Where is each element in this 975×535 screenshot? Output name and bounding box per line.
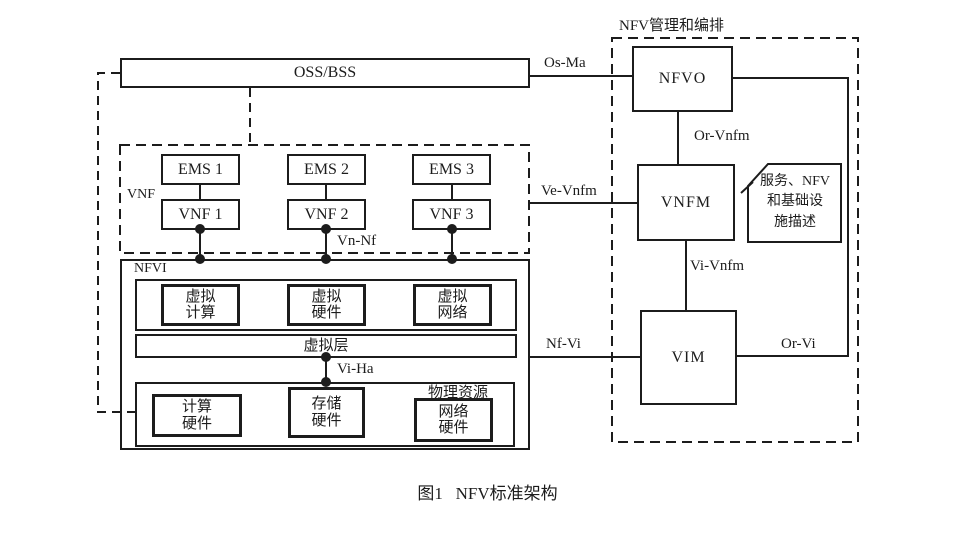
vim-label: VIM — [671, 348, 706, 366]
vnfm-label: VNFM — [660, 193, 712, 211]
ems-3-label: EMS 3 — [429, 160, 474, 178]
vnf-2-box: VNF 2 — [287, 199, 366, 230]
oss-bss-label: OSS/BSS — [293, 64, 357, 82]
vnf-1-label: VNF 1 — [178, 205, 223, 223]
virtual-compute-label: 虚拟 计算 — [185, 288, 216, 322]
physical-resources-label: 物理资源 — [428, 385, 489, 401]
storage-hardware-box: 存储 硬件 — [288, 387, 365, 438]
virtual-hardware-label: 虚拟 硬件 — [311, 288, 342, 322]
storage-hardware-label: 存储 硬件 — [311, 396, 342, 429]
network-hardware-box: 网络 硬件 — [414, 398, 493, 442]
ve-vnfm-label: Ve-Vnfm — [541, 183, 597, 199]
or-vi-label: Or-Vi — [781, 336, 816, 352]
oss-bss-box: OSS/BSS — [120, 58, 530, 88]
compute-hardware-label: 计算 硬件 — [181, 399, 212, 432]
ems-1-box: EMS 1 — [161, 154, 240, 185]
virtual-network-label: 虚拟 网络 — [437, 288, 468, 322]
ems-2-box: EMS 2 — [287, 154, 366, 185]
vnf-2-label: VNF 2 — [304, 205, 349, 223]
mano-title: NFV管理和编排 — [619, 18, 725, 34]
os-ma-label: Os-Ma — [544, 55, 586, 71]
virtualization-layer-label: 虚拟层 — [303, 337, 349, 354]
compute-hardware-box: 计算 硬件 — [152, 394, 242, 437]
network-hardware-label: 网络 硬件 — [438, 403, 469, 437]
vnf-group-label: VNF — [127, 187, 156, 202]
vnf-3-label: VNF 3 — [429, 205, 474, 223]
ems-2-label: EMS 2 — [304, 160, 349, 178]
nfvo-label: NFVO — [658, 70, 707, 88]
virtual-hardware-box: 虚拟 硬件 — [287, 284, 366, 326]
vn-nf-label: Vn-Nf — [337, 233, 377, 249]
ems-1-label: EMS 1 — [178, 160, 223, 178]
virtualization-layer-box: 虚拟层 — [135, 334, 517, 358]
vi-vnfm-label: Vi-Vnfm — [690, 258, 745, 274]
nfvo-box: NFVO — [632, 46, 733, 112]
vnfm-box: VNFM — [637, 164, 735, 241]
vi-ha-label: Vi-Ha — [337, 361, 374, 377]
virtual-network-box: 虚拟 网络 — [413, 284, 492, 326]
figure-caption: 图1 NFV标准架构 — [417, 484, 558, 503]
vnf-3-box: VNF 3 — [412, 199, 491, 230]
vnf-1-box: VNF 1 — [161, 199, 240, 230]
vim-box: VIM — [640, 310, 737, 405]
descriptor-note-text: 服务、NFV 和基础设 施描述 — [759, 174, 830, 230]
nf-vi-label: Nf-Vi — [546, 336, 581, 352]
nfvi-label: NFVI — [134, 261, 167, 276]
or-vnfm-label: Or-Vnfm — [694, 128, 750, 144]
ems-3-box: EMS 3 — [412, 154, 491, 185]
virtual-compute-box: 虚拟 计算 — [161, 284, 240, 326]
